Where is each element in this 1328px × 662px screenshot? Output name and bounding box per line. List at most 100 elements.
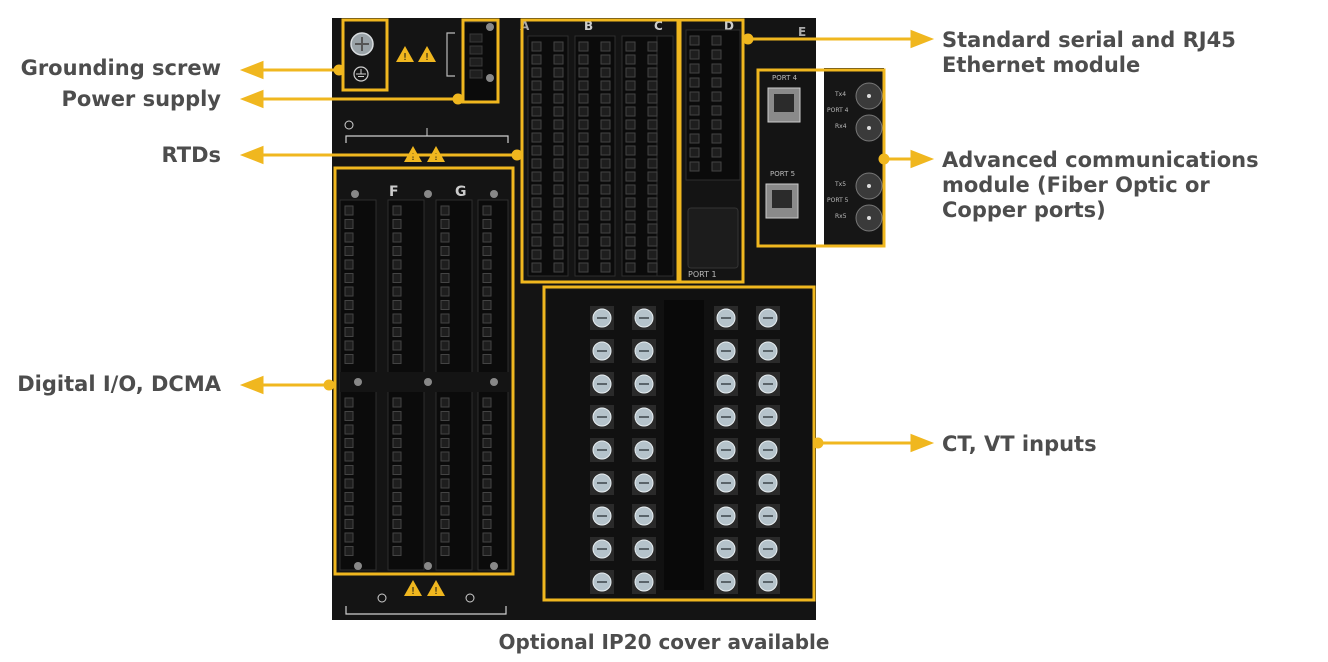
- terminal-slot: [392, 546, 402, 556]
- svg-text:!: !: [434, 586, 438, 597]
- terminal-slot: [647, 132, 658, 143]
- terminal-slot: [344, 273, 354, 283]
- terminal-slot: [553, 223, 564, 234]
- terminal-slot: [392, 478, 402, 489]
- callout-rtds: RTDs: [161, 143, 221, 167]
- terminal-slot: [440, 438, 450, 448]
- terminal-slot: [553, 158, 564, 169]
- terminal-slot: [440, 411, 450, 421]
- slot-letter-g: G: [455, 184, 467, 200]
- terminal-slot: [647, 106, 658, 117]
- terminal-slot: [553, 262, 564, 273]
- port-5-label: PORT 5: [770, 170, 795, 178]
- terminal-slot: [578, 145, 589, 156]
- terminal-slot: [392, 354, 402, 364]
- terminal-slot: [625, 67, 636, 78]
- terminal-slot: [344, 492, 354, 502]
- svg-text:!: !: [403, 52, 407, 63]
- terminal-slot: [553, 171, 564, 182]
- terminal-slot: [440, 532, 450, 543]
- terminal-slot: [578, 249, 589, 260]
- terminal-slot: [440, 354, 450, 364]
- terminal-slot: [531, 236, 542, 247]
- terminal-slot: [689, 105, 700, 116]
- terminal-slot: [647, 171, 658, 182]
- terminal-slot: [482, 259, 492, 270]
- terminal-slot: [482, 424, 492, 435]
- terminal-slot: [482, 478, 492, 489]
- slot-letter-a: A: [520, 19, 530, 33]
- callout-serial-module: Standard serial and RJ45 Ethernet module: [942, 28, 1236, 78]
- terminal-slot: [625, 236, 636, 247]
- terminal-slot: [531, 132, 542, 143]
- terminal-slot: [392, 505, 402, 516]
- terminal-slot: [600, 145, 611, 156]
- terminal-slot: [625, 54, 636, 65]
- terminal-slot: [711, 63, 722, 74]
- terminal-slot: [392, 397, 402, 408]
- slot-letter-b: B: [584, 19, 593, 33]
- terminal-slot: [531, 106, 542, 117]
- terminal-slot: [344, 354, 354, 364]
- terminal-slot: [392, 300, 402, 310]
- terminal-slot: [392, 259, 402, 270]
- terminal-slot: [689, 161, 700, 172]
- terminal-slot: [440, 205, 450, 216]
- terminal-slot: [531, 223, 542, 234]
- highlight-rtd: [520, 18, 680, 284]
- terminal-slot: [647, 119, 658, 130]
- terminal-slot: [578, 132, 589, 143]
- terminal-slot: [578, 262, 589, 273]
- terminal-slot: [600, 41, 611, 52]
- terminal-slot: [482, 232, 492, 243]
- terminal-slot: [600, 106, 611, 117]
- terminal-slot: [482, 532, 492, 543]
- terminal-slot: [625, 145, 636, 156]
- terminal-slot: [344, 219, 354, 229]
- terminal-slot: [392, 340, 402, 351]
- terminal-slot: [482, 246, 492, 256]
- callout-grounding-screw: Grounding screw: [20, 56, 221, 80]
- terminal-slot: [600, 249, 611, 260]
- terminal-slot: [482, 286, 492, 297]
- terminal-slot: [440, 273, 450, 283]
- terminal-slot: [392, 438, 402, 448]
- port-1-label: PORT 1: [688, 270, 717, 279]
- terminal-slot: [440, 232, 450, 243]
- terminal-slot: [392, 232, 402, 243]
- terminal-slot: [647, 249, 658, 260]
- terminal-slot: [482, 327, 492, 337]
- terminal-slot: [625, 119, 636, 130]
- terminal-slot: [578, 210, 589, 221]
- terminal-slot: [578, 158, 589, 169]
- arrow-icon: [812, 433, 935, 453]
- terminal-slot: [392, 492, 402, 502]
- terminal-slot: [600, 184, 611, 195]
- terminal-slot: [578, 223, 589, 234]
- terminal-slot: [440, 465, 450, 475]
- svg-text:!: !: [411, 152, 415, 163]
- terminal-slot: [482, 411, 492, 421]
- terminal-slot: [553, 210, 564, 221]
- fiber-port4-label: PORT 4: [827, 107, 849, 114]
- terminal-slot: [482, 505, 492, 516]
- terminal-slot: [531, 262, 542, 273]
- terminal-slot: [392, 411, 402, 421]
- terminal-slot: [344, 411, 354, 421]
- terminal-slot: [689, 91, 700, 102]
- arrow-icon: [239, 60, 345, 80]
- svg-text:!: !: [434, 152, 438, 163]
- terminal-slot: [440, 424, 450, 435]
- terminal-slot: [711, 77, 722, 88]
- callout-advanced-line-2: module (Fiber Optic or: [942, 173, 1210, 197]
- highlight-power: [461, 18, 500, 104]
- terminal-slot: [482, 438, 492, 448]
- terminal-slot: [578, 80, 589, 91]
- terminal-slot: [600, 67, 611, 78]
- terminal-slot: [440, 478, 450, 489]
- terminal-slot: [531, 171, 542, 182]
- terminal-slot: [689, 77, 700, 88]
- terminal-slot: [344, 246, 354, 256]
- terminal-slot: [553, 184, 564, 195]
- terminal-slot: [711, 133, 722, 144]
